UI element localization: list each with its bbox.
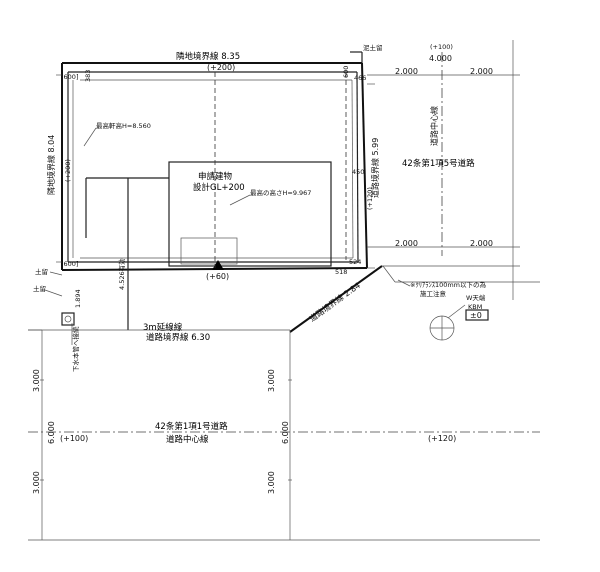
- eave-height-label: 最高軒高H=8.560: [96, 121, 151, 130]
- dim-600-top-label: 600: [342, 66, 350, 78]
- dim-518-label: 518: [335, 268, 347, 276]
- effective-width-label: 4.526有効: [117, 258, 126, 290]
- kbm-benchmark: [429, 304, 489, 341]
- east-2000-b-label: 2.000: [470, 67, 493, 76]
- inner-outline: [67, 71, 359, 263]
- mid-3000-b-label: 3.000: [267, 471, 276, 494]
- drain-note-label: 下水本管へ接続: [71, 326, 80, 372]
- road-right-title-label: 42条第1項5号道路: [402, 158, 475, 169]
- leader-lines: [44, 127, 411, 345]
- inner-box-tl-label: [600]: [61, 73, 78, 81]
- dimension-ticks: [40, 74, 375, 481]
- west-height-label: (+200): [64, 159, 72, 182]
- note-line2-label: 施工注意: [420, 289, 447, 298]
- left-3000-b-label: 3.000: [32, 471, 41, 494]
- east-2000-d-label: 2.000: [470, 239, 493, 248]
- south-boundary-label: 道路境界線 6.30: [146, 332, 210, 343]
- kbm-title2-label: KBM: [468, 303, 482, 311]
- site-boundary: [61, 51, 383, 333]
- setback-3m-label: 3m延線線: [143, 322, 183, 333]
- road-bottom-title-label: 42条第1項1号道路: [155, 421, 228, 432]
- building-name-label: 申請建物: [198, 171, 233, 182]
- kbm-value-label: ±0: [470, 311, 482, 320]
- right-road: [367, 40, 540, 300]
- guide-lines: [214, 72, 347, 268]
- max-height-label: 最高の高さH=9.967: [250, 188, 311, 197]
- left-plus100-label: (+100): [60, 434, 88, 443]
- dim-1894-label: 1.894: [74, 289, 82, 308]
- dim-466-label: 466: [354, 74, 366, 82]
- left-mark-label: 土留: [33, 284, 46, 293]
- road-center-bottom-label: 道路中心線: [166, 434, 209, 445]
- road-boundary-right-label: 道路境界線 5.99: [370, 138, 380, 198]
- mid-6000-label: 6.000: [281, 421, 290, 444]
- right-height-120-label: (+120): [366, 187, 374, 210]
- left-6000-label: 6.000: [47, 421, 56, 444]
- corner-boundary-label: 道路境界線 2.84: [307, 280, 362, 324]
- plus-60-label: (+60): [206, 272, 229, 281]
- drain-box: [61, 312, 75, 326]
- top-right-height-label: (+100): [430, 43, 453, 51]
- dim-450-label: 450: [352, 168, 364, 176]
- top-right-width-label: 4.000: [429, 54, 452, 63]
- left-3000-a-label: 3.000: [32, 369, 41, 392]
- east-2000-a-label: 2.000: [395, 67, 418, 76]
- design-gl-label: 設計GL+200: [193, 182, 245, 193]
- kbm-title1-label: W天端: [466, 293, 486, 302]
- inner-box-bl-label: [600]: [61, 260, 78, 268]
- dim-524-label: 524: [349, 258, 361, 266]
- soil-left-label: 土留: [35, 267, 48, 276]
- north-height-label: (+200): [207, 63, 235, 72]
- mid-3000-a-label: 3.000: [267, 369, 276, 392]
- center-line-right-label: 道路中心線: [429, 106, 439, 146]
- north-boundary-label: 隣地境界線 8.35: [176, 51, 240, 62]
- soil-top-label: 泥土留: [363, 43, 383, 52]
- note-line1-label: ※ｸﾘｱﾗﾝｽ100mm以下の為: [410, 280, 487, 289]
- east-2000-c-label: 2.000: [395, 239, 418, 248]
- right-plus120-label: (+120): [428, 434, 456, 443]
- dim-383-label: 383: [84, 70, 92, 82]
- west-boundary-label: 隣地境界線 8.04: [46, 135, 56, 195]
